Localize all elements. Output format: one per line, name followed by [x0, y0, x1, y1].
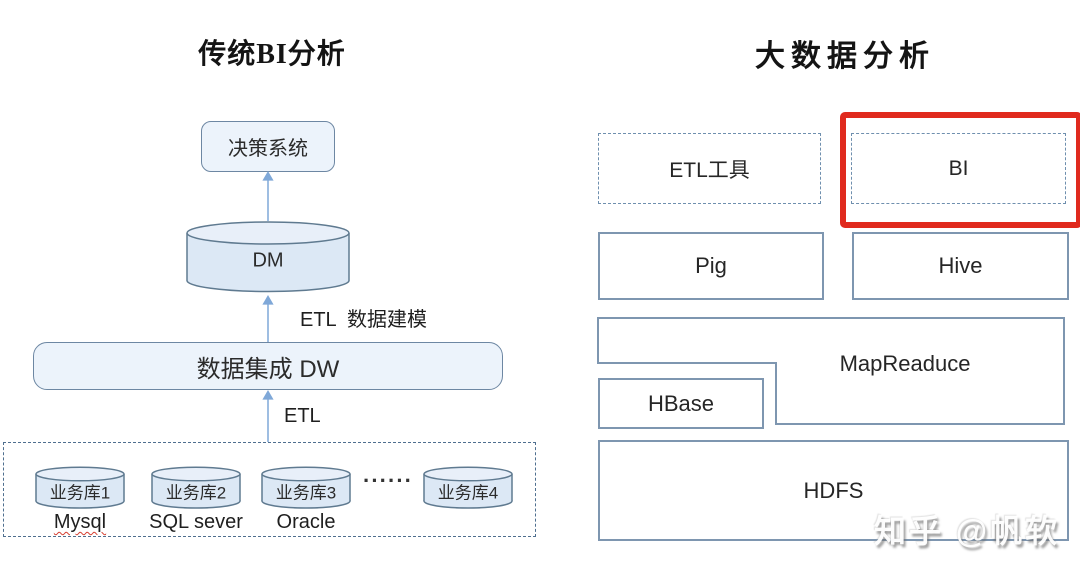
cylinder-shape [423, 466, 513, 509]
etl-tools-label: ETL工具 [669, 158, 750, 182]
source-db-cylinder-2: 业务库2 [150, 466, 242, 509]
left-panel-title: 传统BI分析 [198, 39, 346, 70]
source-db-sublabel-mysql: Mysql [53, 511, 107, 533]
mapreduce-label: MapReaduce [839, 351, 971, 376]
pig-box: Pig [598, 232, 824, 300]
source-db-sublabel-oracle: Oracle [276, 511, 336, 533]
dm-cylinder: DM [185, 221, 351, 293]
dw-label: 数据集成 DW [196, 355, 340, 383]
source-db-cylinder-4: 业务库4 [422, 466, 514, 509]
hdfs-box: HDFS [598, 440, 1069, 541]
arrow-dw-to-dm [262, 295, 274, 342]
source-db-label: 业务库4 [437, 483, 499, 502]
hive-label: Hive [938, 253, 983, 278]
hbase-box: HBase [598, 378, 764, 429]
source-db-sublabel-sqlserver: SQL sever [149, 511, 243, 533]
cylinder-shape [35, 466, 125, 509]
etl-modeling-label: ETL 数据建模 [300, 309, 428, 331]
cylinder-shape [261, 466, 351, 509]
source-db-label: 业务库2 [165, 483, 227, 502]
arrow-sources-to-dw [262, 390, 274, 442]
dm-label: DM [252, 249, 284, 272]
pig-label: Pig [695, 253, 727, 278]
mapreduce-box [597, 317, 1065, 425]
decision-system-label: 决策系统 [228, 138, 308, 160]
bi-box: BI [851, 133, 1066, 204]
watermark: 知乎 @帆软 [874, 513, 1061, 549]
etl-tools-box: ETL工具 [598, 133, 821, 204]
hdfs-label: HDFS [803, 477, 864, 503]
source-db-label: 业务库3 [275, 483, 337, 502]
hive-box: Hive [852, 232, 1069, 300]
etl-label: ETL [284, 405, 321, 427]
source-db-cylinder-1: 业务库1 [34, 466, 126, 509]
dw-box: 数据集成 DW [33, 342, 503, 390]
bi-label: BI [948, 156, 969, 180]
source-databases-container [3, 442, 536, 537]
ellipsis-label: ······ [363, 468, 413, 493]
source-db-cylinder-3: 业务库3 [260, 466, 352, 509]
source-db-label: 业务库1 [49, 483, 111, 502]
hbase-label: HBase [647, 390, 715, 416]
right-panel-title: 大数据分析 [755, 40, 935, 73]
bi-highlight-frame [840, 112, 1080, 228]
cylinder-shape [186, 221, 350, 293]
cylinder-shape [151, 466, 241, 509]
decision-system-box: 决策系统 [201, 121, 335, 172]
arrow-dm-to-decision [262, 171, 274, 221]
